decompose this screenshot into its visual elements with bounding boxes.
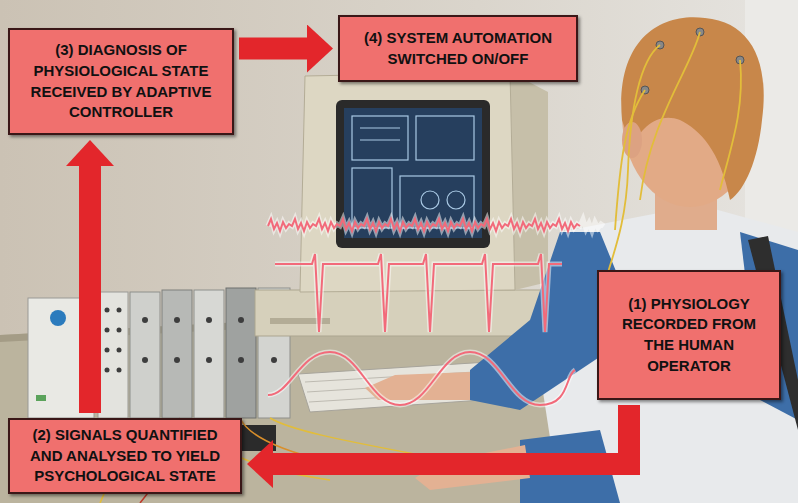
desktop-case xyxy=(255,290,545,336)
screen-graphics xyxy=(352,116,474,228)
module xyxy=(162,290,192,418)
connector-sockets xyxy=(105,308,278,373)
process-box: (4) SYSTEM AUTOMATION SWITCHED ON/OFF xyxy=(338,15,578,82)
box-label: (4) SYSTEM AUTOMATION SWITCHED ON/OFF xyxy=(346,28,570,69)
electrodes xyxy=(641,28,744,94)
respiration-trace xyxy=(268,352,575,405)
logo-mark xyxy=(50,310,66,326)
process-box: (1) PHYSIOLOGY RECORDED FROM THE HUMAN O… xyxy=(597,270,781,400)
module xyxy=(226,288,256,418)
hair xyxy=(621,17,763,200)
respiration-glow xyxy=(268,352,575,405)
box-label: (3) DIAGNOSIS OF PHYSIOLOGICAL STATE REC… xyxy=(16,40,226,123)
module xyxy=(98,292,128,418)
status-led xyxy=(36,395,46,401)
signal-traces xyxy=(268,219,604,405)
process-box: (2) SIGNALS QUANTIFIED AND ANALYSED TO Y… xyxy=(8,418,242,494)
operator xyxy=(365,17,798,503)
ecg-glow xyxy=(275,254,562,332)
process-box: (3) DIAGNOSIS OF PHYSIOLOGICAL STATE REC… xyxy=(8,28,234,135)
eeg-trace xyxy=(268,219,580,231)
box-label: (1) PHYSIOLOGY RECORDED FROM THE HUMAN O… xyxy=(605,294,773,377)
electrode-wires xyxy=(600,32,741,300)
box-label: (2) SIGNALS QUANTIFIED AND ANALYSED TO Y… xyxy=(16,425,234,487)
block-arrow xyxy=(239,38,307,60)
block-arrow xyxy=(273,405,629,464)
module xyxy=(194,290,224,418)
ecg-trace xyxy=(275,254,562,332)
eeg-glow xyxy=(268,219,604,231)
module xyxy=(130,292,160,418)
block-arrow xyxy=(79,166,101,413)
